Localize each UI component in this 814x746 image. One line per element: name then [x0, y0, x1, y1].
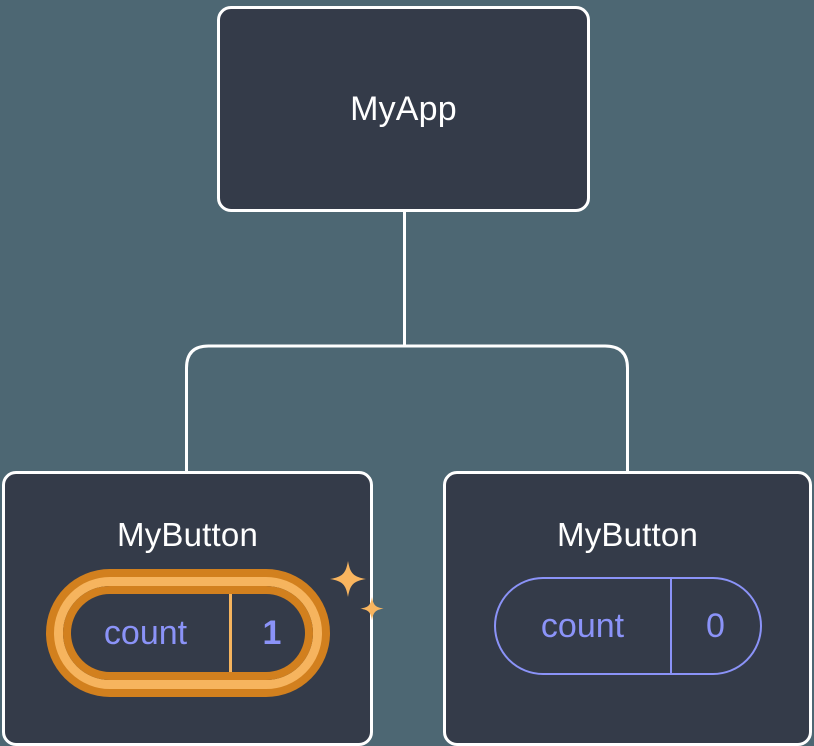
state-pill-left-key: count: [63, 586, 232, 680]
node-mybutton-right-title: MyButton: [557, 516, 698, 553]
state-pill-right-key: count: [496, 579, 672, 673]
connector-branch-bus: [185, 344, 629, 472]
state-pill-count-plain[interactable]: count 0: [493, 577, 762, 675]
node-mybutton-left-title: MyButton: [117, 516, 258, 553]
node-myapp-title: MyApp: [350, 90, 457, 128]
sparkle-large-icon: [329, 561, 366, 597]
state-pill-right-wrapper: count 0: [493, 577, 762, 675]
state-pill-count-highlighted[interactable]: count 1: [53, 577, 322, 689]
node-mybutton-right[interactable]: MyButton count 0: [443, 471, 812, 746]
state-pill-right-value: 0: [706, 607, 725, 645]
node-myapp[interactable]: MyApp: [217, 6, 590, 212]
node-mybutton-left[interactable]: MyButton count 1: [2, 471, 384, 746]
state-pill-left-wrapper: count 1: [53, 561, 384, 689]
state-pill-left-value: 1: [262, 614, 282, 652]
